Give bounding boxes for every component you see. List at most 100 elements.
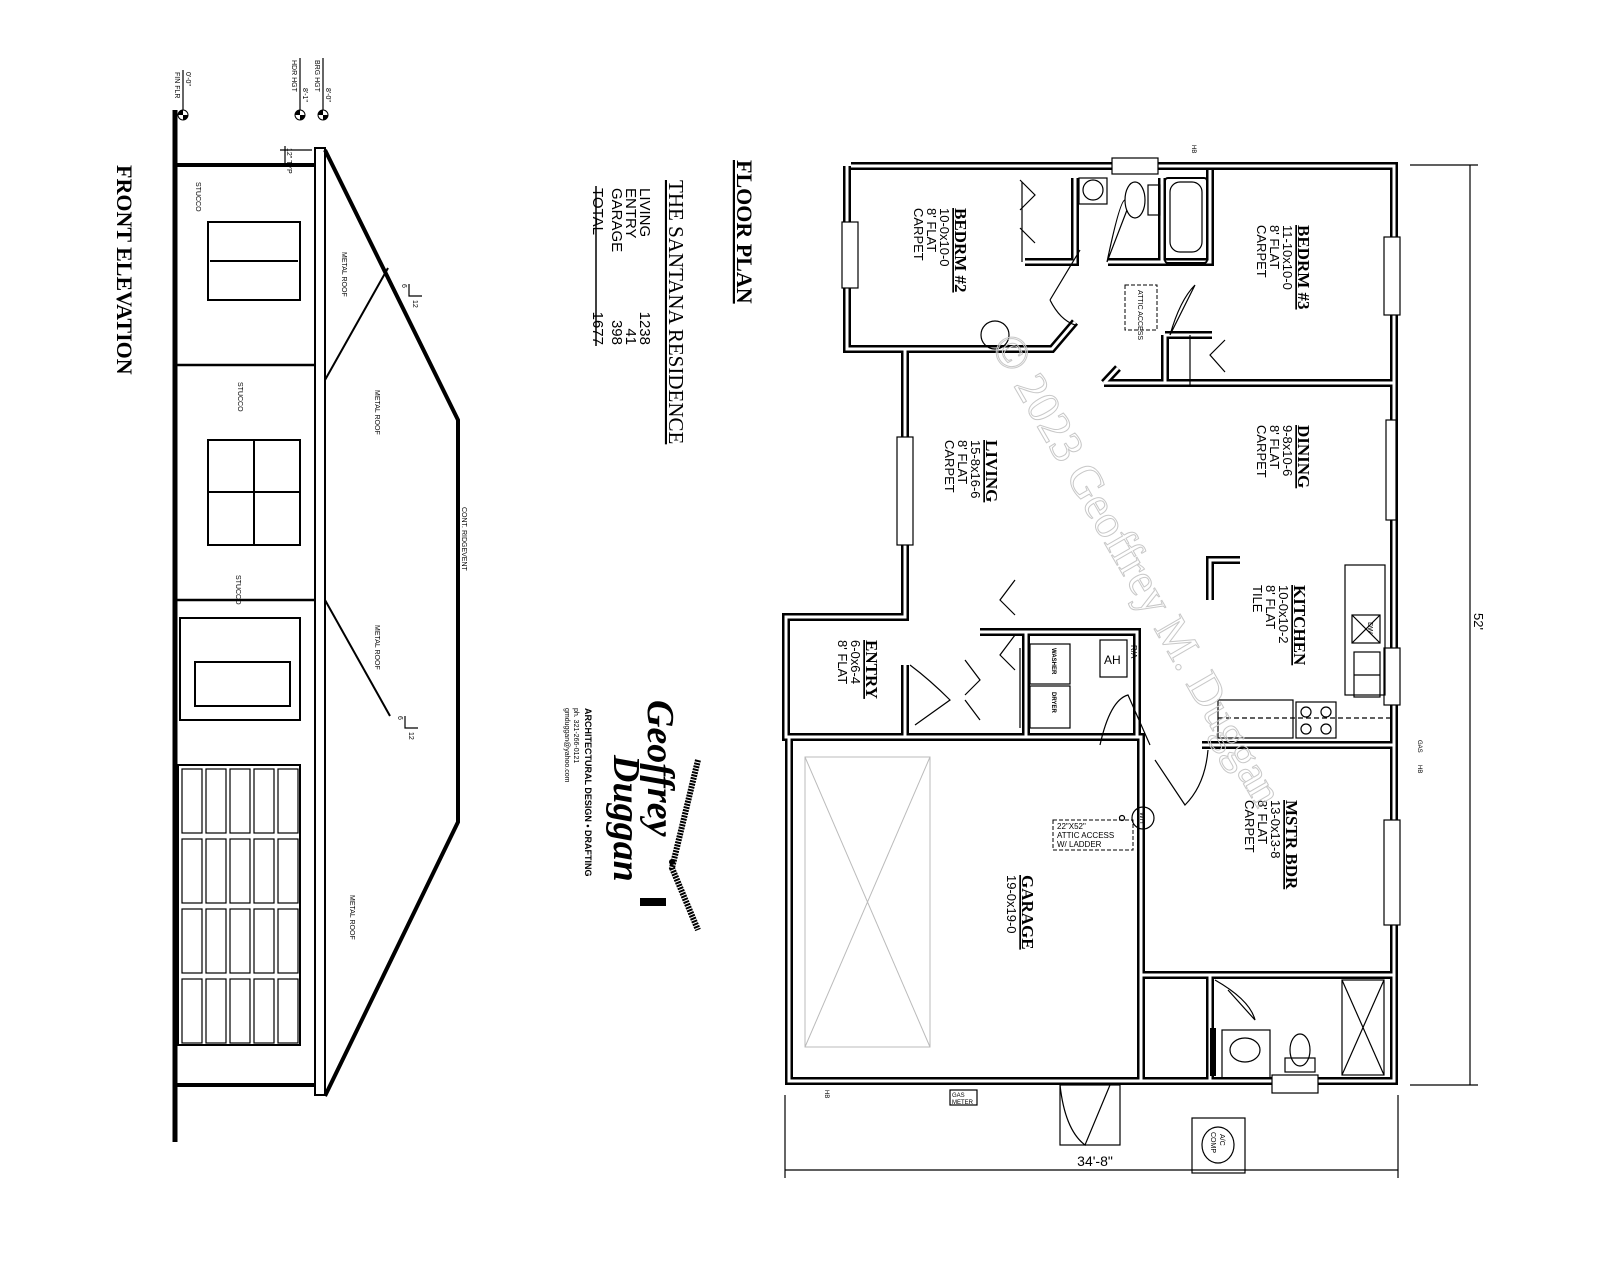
roof-label: METAL ROOF bbox=[340, 252, 347, 297]
window bbox=[207, 221, 301, 301]
wall-core bbox=[1208, 558, 1240, 600]
wall bbox=[1206, 556, 1240, 600]
garage-door-panel bbox=[181, 978, 203, 1044]
level-marker-hdr-hgt: 8'-1" HDR HGT bbox=[290, 58, 308, 121]
floor-plan: DW WASHER DRYER AH R/A ATTIC ACCESS 22"X… bbox=[782, 145, 1486, 1178]
gas-meter-label: GAS bbox=[952, 1093, 965, 1099]
air-handler-label: AH bbox=[1104, 653, 1121, 667]
wall bbox=[1158, 170, 1214, 266]
dishwasher bbox=[1351, 614, 1381, 644]
garage-door-panel bbox=[181, 908, 203, 974]
svg-text:BRG HGT: BRG HGT bbox=[313, 60, 320, 93]
water-heater-label: WH bbox=[1138, 812, 1145, 824]
walls bbox=[782, 162, 1398, 1085]
logo-roof bbox=[668, 759, 701, 932]
dimension-lines: 52' 34'-8" bbox=[784, 164, 1486, 1178]
bathtub bbox=[1164, 177, 1208, 264]
room-size: 6-0x6-4 bbox=[848, 640, 863, 684]
garage-door-panel bbox=[253, 978, 275, 1044]
room-size: 11-10x10-0 bbox=[1280, 225, 1295, 290]
area-value: 1238 bbox=[636, 312, 653, 345]
room-name: BEDRM #3 bbox=[1294, 225, 1313, 310]
residence-name: THE SANTANA RESIDENCE bbox=[664, 180, 688, 444]
room-name: KITCHEN bbox=[1290, 585, 1309, 666]
wall-core bbox=[980, 630, 1139, 737]
material-label-stucco: STUCCO bbox=[236, 382, 243, 412]
sink bbox=[1082, 179, 1104, 201]
svg-text:HDR HGT: HDR HGT bbox=[290, 60, 297, 93]
garage-door-panel bbox=[277, 838, 299, 904]
pitch-symbol: 6 12 bbox=[400, 284, 422, 308]
garage-door-frame bbox=[177, 764, 301, 1046]
gas-meter-label: METER bbox=[952, 1100, 974, 1106]
room-name: MSTR BDR bbox=[1282, 800, 1301, 890]
svg-text:6: 6 bbox=[400, 284, 407, 288]
window bbox=[841, 221, 859, 289]
ridge-vent-label: CONT. RIDGEVENT bbox=[460, 507, 467, 572]
garage-door-panel bbox=[277, 978, 299, 1044]
window bbox=[1111, 157, 1159, 175]
room-name: ENTRY bbox=[862, 640, 881, 699]
counter bbox=[1344, 564, 1386, 696]
garage-door-panel bbox=[229, 978, 251, 1044]
roof-label: METAL ROOF bbox=[373, 390, 380, 435]
garage-attic-access bbox=[1052, 819, 1134, 851]
washer-label: WASHER bbox=[1050, 648, 1056, 675]
svg-text:8'-1": 8'-1" bbox=[301, 88, 308, 102]
return-air-label: R/A bbox=[1129, 645, 1138, 659]
area-value: 41 bbox=[622, 328, 639, 345]
door-swing bbox=[1099, 694, 1151, 746]
door-swing bbox=[1049, 249, 1081, 326]
garage-door-panel bbox=[205, 768, 227, 834]
area-label: ENTRY bbox=[622, 188, 639, 239]
room-floor: CARPET bbox=[1254, 225, 1269, 278]
area-label: GARAGE bbox=[608, 188, 625, 252]
wall bbox=[1025, 178, 1079, 266]
hose-bib-label: HB bbox=[1190, 145, 1196, 153]
window bbox=[1385, 419, 1397, 521]
area-value: 398 bbox=[608, 320, 625, 345]
room-floor: CARPET bbox=[942, 440, 957, 493]
sink bbox=[1229, 1037, 1261, 1063]
gas-stub-label: GAS bbox=[1416, 740, 1422, 753]
service-door-swing bbox=[1059, 1084, 1111, 1146]
logo-column bbox=[640, 898, 666, 906]
room-ceiling: 8' FLAT bbox=[924, 208, 939, 252]
garage-door-panel bbox=[181, 768, 203, 834]
washer bbox=[1029, 643, 1071, 685]
gas-meter bbox=[949, 1089, 978, 1106]
designer-logo: Geoffrey Duggan ARCHITECTURAL DESIGN • D… bbox=[563, 700, 701, 932]
material-label-stucco: STUCCO bbox=[194, 182, 201, 212]
wall bbox=[1161, 331, 1212, 383]
window bbox=[896, 436, 914, 546]
room-name: BEDRM #2 bbox=[951, 208, 970, 293]
depth-dimension: 52' bbox=[1471, 613, 1486, 630]
wall-core bbox=[784, 164, 1396, 1083]
air-handler bbox=[1099, 639, 1128, 678]
floor-plan-title: FLOOR PLAN bbox=[732, 160, 757, 304]
wall-core bbox=[1160, 170, 1212, 264]
fixtures: DW WASHER DRYER AH R/A ATTIC ACCESS 22"X… bbox=[909, 177, 1390, 1146]
level-marker-fin-flr: 0'-0" FIN FLR bbox=[173, 70, 191, 121]
fascia bbox=[314, 147, 326, 1096]
front-elevation: FRONT ELEVATION STUCCO STUCCO STUCCO MET… bbox=[112, 58, 467, 1142]
dryer bbox=[1029, 685, 1071, 729]
logo-phone: ph. 321-266-0121 bbox=[572, 708, 579, 763]
wall-core bbox=[1163, 333, 1212, 383]
wall-core bbox=[1025, 178, 1077, 264]
svg-text:12: 12 bbox=[407, 732, 414, 740]
room-name: DINING bbox=[1294, 425, 1313, 488]
room-ceiling: 8' FLAT bbox=[835, 640, 850, 684]
svg-text:6: 6 bbox=[396, 716, 403, 720]
svg-text:12: 12 bbox=[411, 300, 418, 308]
room-name: GARAGE bbox=[1018, 875, 1037, 950]
ac-label: COMP bbox=[1209, 1132, 1216, 1153]
width-dimension: 34'-8" bbox=[1077, 1153, 1113, 1169]
level-marker-brg-hgt: 8'-0" BRG HGT bbox=[313, 58, 331, 121]
hip-line bbox=[324, 599, 391, 717]
